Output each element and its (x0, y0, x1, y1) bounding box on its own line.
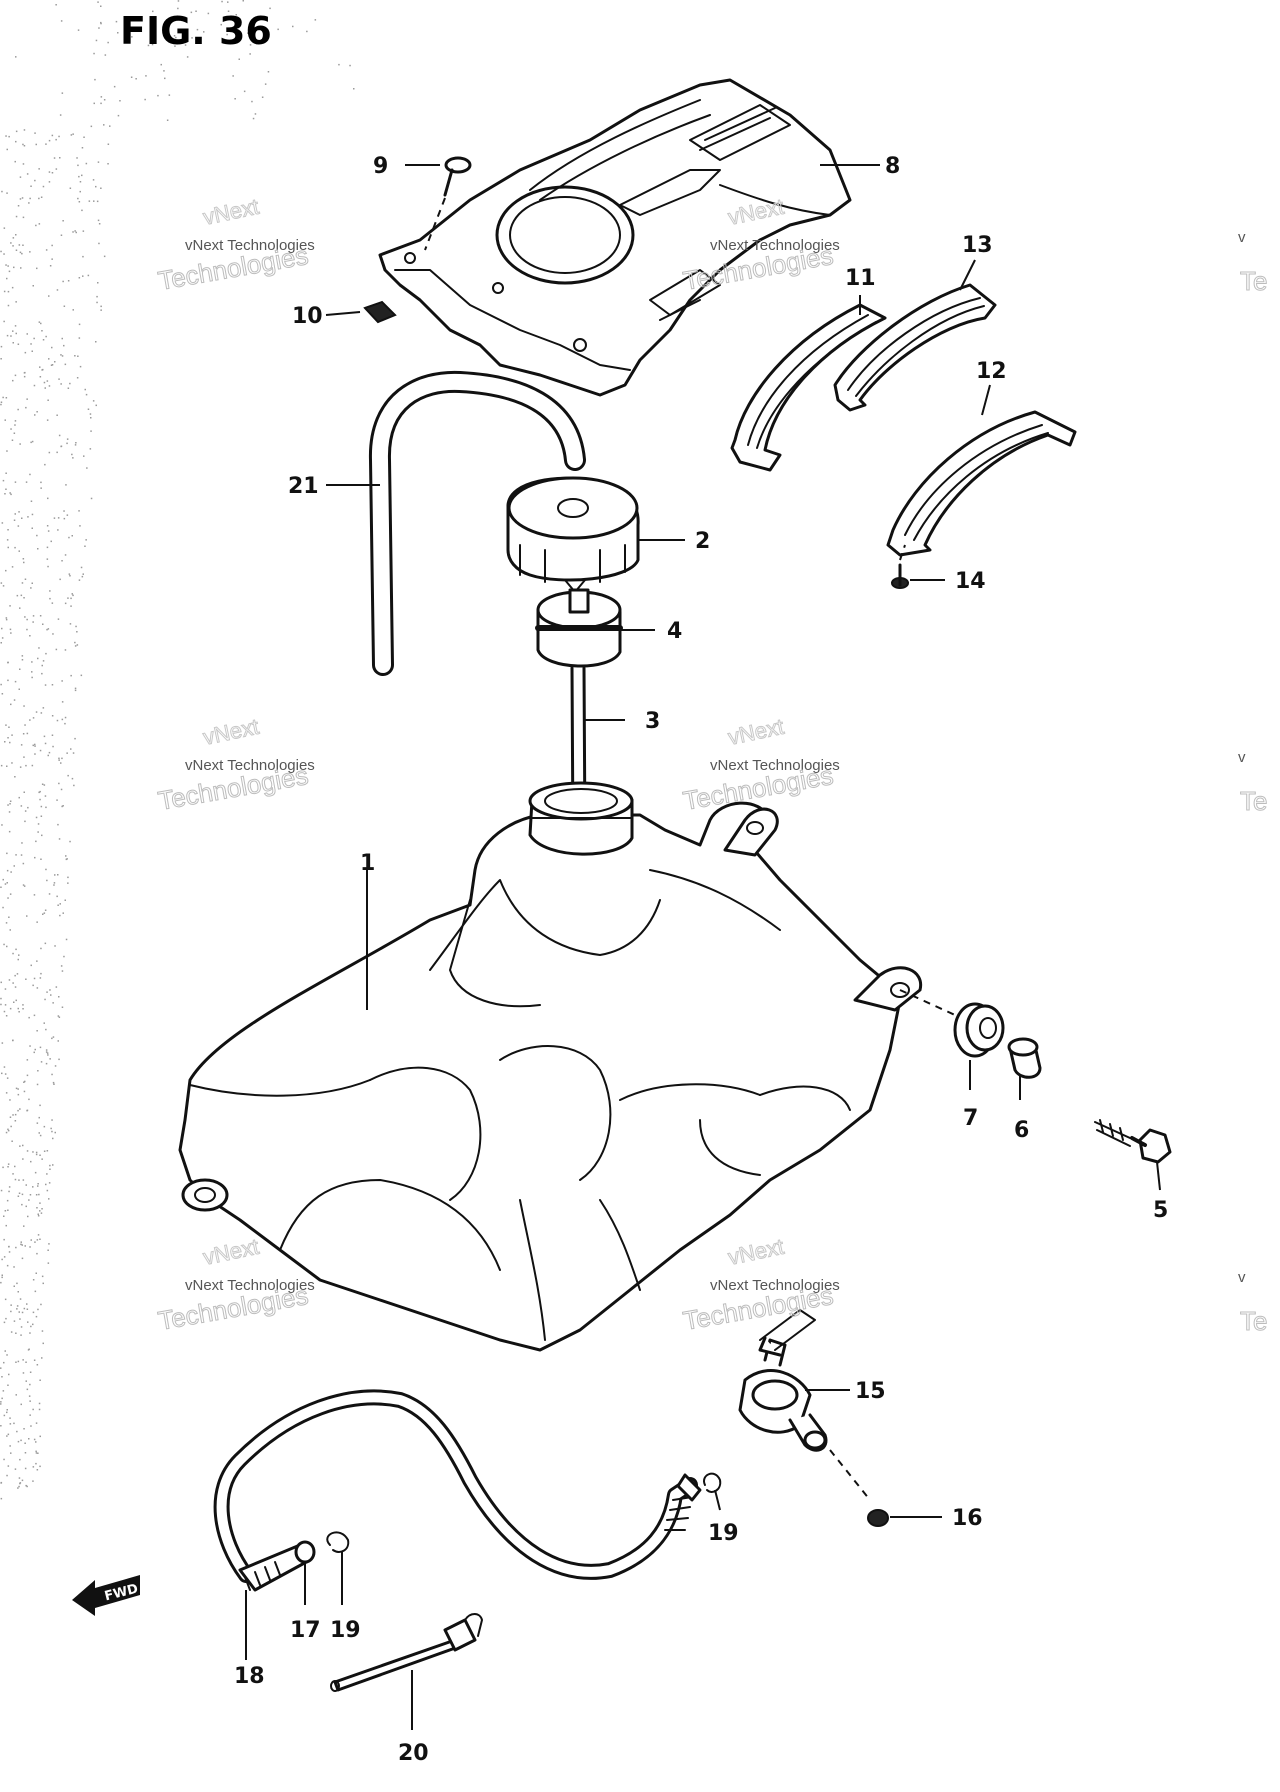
svg-text:v: v (1238, 229, 1246, 246)
callout-labels: 8 9 10 11 13 12 14 21 2 4 3 1 7 6 5 15 1… (234, 154, 1168, 1766)
callout-10[interactable]: 10 (292, 304, 323, 329)
svg-text:vNext: vNext (201, 714, 261, 750)
callout-12[interactable]: 12 (976, 359, 1007, 384)
watermark-6: vNext Technologies vNext Technologies (680, 1233, 840, 1336)
part-7-grommet[interactable] (899, 989, 1005, 1058)
callout-2[interactable]: 2 (695, 529, 710, 554)
part-1-fuel-tank[interactable] (178, 781, 923, 1352)
part-15-fuel-cock[interactable] (738, 1309, 871, 1501)
leader-lines (245, 164, 1161, 1730)
callout-1[interactable]: 1 (360, 851, 375, 876)
callout-17[interactable]: 17 (290, 1618, 321, 1643)
svg-text:vNext: vNext (726, 1234, 786, 1270)
part-18-fuel-hose[interactable] (213, 1389, 698, 1583)
svg-text:vNext Technologies: vNext Technologies (710, 1277, 840, 1294)
part-5-bolt[interactable] (1094, 1119, 1172, 1164)
part-10-nut[interactable] (363, 300, 397, 324)
watermark-4: vNext Technologies vNext Technologies (680, 713, 840, 816)
svg-text:vNext Technologies: vNext Technologies (185, 237, 315, 254)
svg-text:vNext Technologies: vNext Technologies (185, 757, 315, 774)
callout-7[interactable]: 7 (963, 1106, 978, 1131)
svg-text:vNext Technologies: vNext Technologies (185, 1277, 315, 1294)
watermark-1: vNext Technologies vNext Technologies (155, 193, 315, 296)
part-16-washer[interactable] (867, 1509, 889, 1527)
svg-text:v: v (1238, 1269, 1246, 1286)
part-20-rod[interactable] (330, 1613, 483, 1692)
callout-15[interactable]: 15 (855, 1379, 886, 1404)
part-17-hose-end[interactable] (238, 1540, 316, 1592)
part-2-fuel-cap[interactable] (506, 476, 640, 593)
callout-5[interactable]: 5 (1153, 1198, 1168, 1223)
part-8-tank-cover[interactable] (378, 78, 852, 397)
watermark-edge: v Te v Te v Te (1238, 229, 1268, 1337)
fwd-direction-badge: FWD (72, 1575, 140, 1616)
svg-text:v: v (1238, 749, 1246, 766)
callout-11[interactable]: 11 (845, 266, 876, 291)
svg-text:Te: Te (1240, 786, 1267, 816)
part-6-collar[interactable] (1007, 1037, 1042, 1079)
svg-text:vNext Technologies: vNext Technologies (710, 757, 840, 774)
part-13-bracket[interactable] (833, 283, 997, 412)
fuel-hose-end-right (676, 1473, 702, 1502)
part-4-cap-assembly[interactable] (535, 588, 623, 668)
callout-3[interactable]: 3 (645, 709, 660, 734)
svg-text:vNext: vNext (201, 194, 261, 230)
svg-text:vNext Technologies: vNext Technologies (710, 237, 840, 254)
part-19-clip-right[interactable] (703, 1472, 722, 1493)
part-9-screw[interactable] (424, 156, 472, 251)
part-21-breather-hose[interactable] (368, 370, 586, 676)
callout-6[interactable]: 6 (1014, 1118, 1029, 1143)
callout-16[interactable]: 16 (952, 1506, 983, 1531)
svg-text:vNext: vNext (201, 1234, 261, 1270)
callout-19-left[interactable]: 19 (330, 1618, 361, 1643)
watermark-3: vNext Technologies vNext Technologies (155, 713, 315, 816)
callout-19-right[interactable]: 19 (708, 1521, 739, 1546)
svg-text:vNext: vNext (726, 714, 786, 750)
part-14-screw[interactable] (891, 544, 909, 589)
callout-18[interactable]: 18 (234, 1664, 265, 1689)
callout-8[interactable]: 8 (885, 154, 900, 179)
callout-13[interactable]: 13 (962, 233, 993, 258)
callout-20[interactable]: 20 (398, 1741, 429, 1766)
callout-14[interactable]: 14 (955, 569, 986, 594)
callout-9[interactable]: 9 (373, 154, 388, 179)
svg-text:Te: Te (1240, 266, 1267, 296)
scan-noise (0, 0, 355, 1500)
part-19-clip-left[interactable] (326, 1531, 350, 1553)
callout-21[interactable]: 21 (288, 474, 319, 499)
part-12-bracket[interactable] (886, 410, 1077, 557)
svg-text:Te: Te (1240, 1306, 1267, 1336)
part-11-bracket[interactable] (730, 303, 887, 472)
figure-title: FIG. 36 (120, 9, 272, 53)
callout-4[interactable]: 4 (667, 619, 682, 644)
